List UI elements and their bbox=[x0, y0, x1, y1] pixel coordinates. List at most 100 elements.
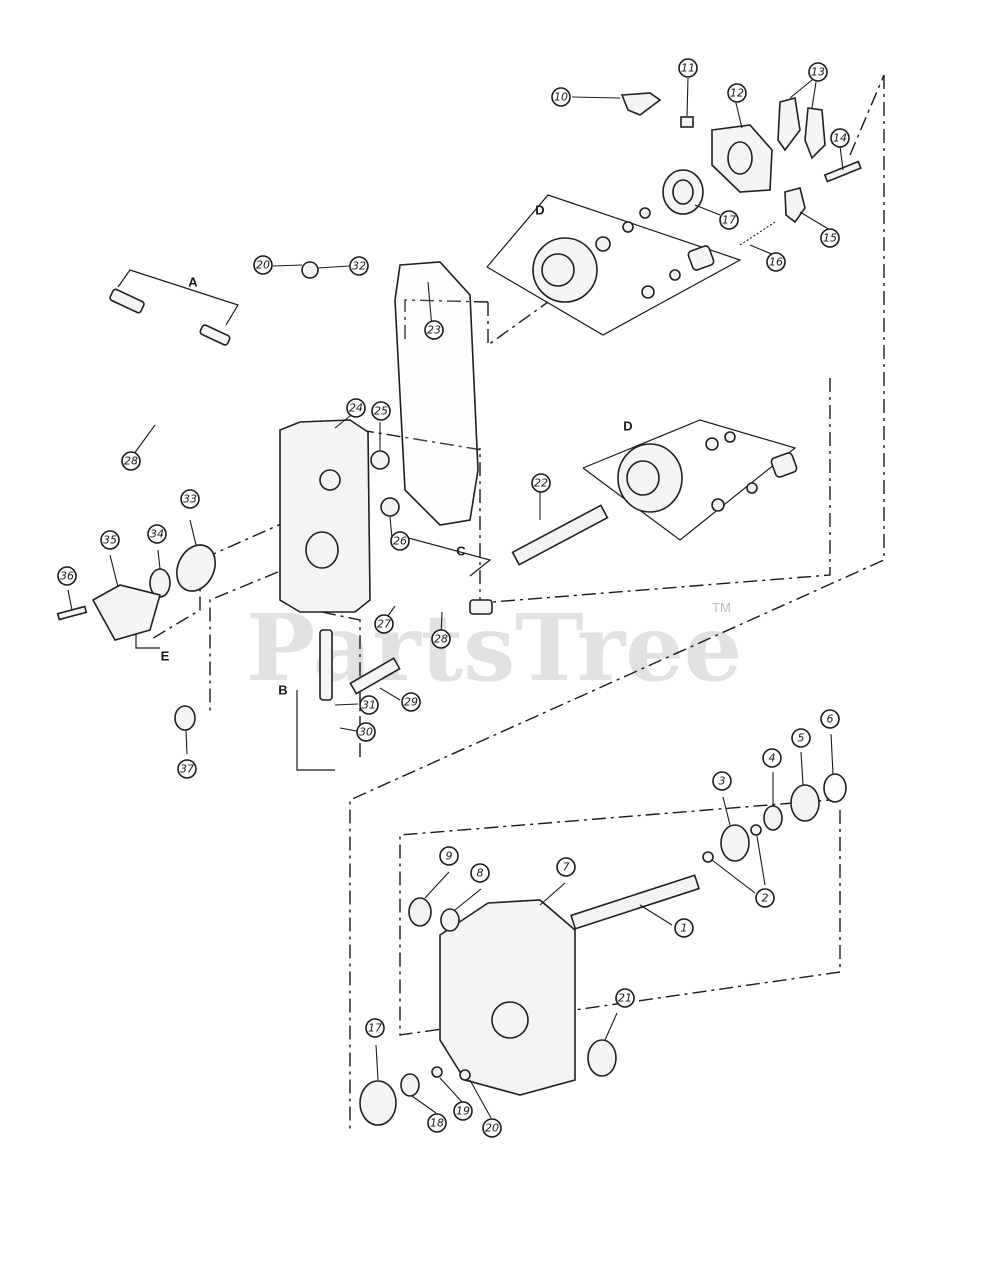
center-section-bore bbox=[305, 531, 339, 569]
seal-17-lower-part bbox=[359, 1080, 397, 1126]
bushing-18-part bbox=[400, 1073, 420, 1097]
callout-15: 15 bbox=[820, 228, 840, 248]
swash-guide-part bbox=[784, 187, 806, 224]
leader-19 bbox=[439, 1077, 463, 1103]
leader-3 bbox=[722, 796, 731, 826]
svg-text:31: 31 bbox=[362, 699, 376, 712]
leader-lines bbox=[67, 77, 844, 1119]
key-part bbox=[680, 116, 694, 128]
callout-36: 36 bbox=[57, 566, 77, 586]
leader-26 bbox=[389, 516, 393, 539]
svg-text:28: 28 bbox=[124, 455, 138, 468]
valve-screw-part bbox=[349, 657, 401, 695]
shoe-left-part bbox=[777, 96, 801, 152]
leader-1 bbox=[639, 904, 673, 926]
callout-2: 2 bbox=[755, 888, 775, 908]
center-section-part bbox=[279, 419, 371, 613]
group-label-e: E bbox=[161, 649, 170, 664]
washer-lower-a-part bbox=[705, 437, 719, 451]
snap-ring-6-part bbox=[823, 773, 847, 803]
callout-29: 29 bbox=[401, 692, 421, 712]
leader-32 bbox=[317, 265, 350, 269]
leader-13b bbox=[811, 81, 817, 109]
callout-25: 25 bbox=[371, 401, 391, 421]
seal-link bbox=[209, 571, 279, 715]
leader-31 bbox=[334, 703, 359, 706]
sleeve-upper-part bbox=[687, 245, 715, 271]
leader-34 bbox=[157, 549, 161, 570]
plug-32-part bbox=[301, 261, 319, 279]
callout-28-left: 28 bbox=[121, 451, 141, 471]
callout-37: 37 bbox=[177, 759, 197, 779]
bushing-25-part bbox=[370, 450, 390, 470]
svg-text:20: 20 bbox=[256, 259, 270, 272]
bracket-a bbox=[117, 269, 239, 326]
leader-35 bbox=[109, 554, 119, 588]
svg-text:26: 26 bbox=[393, 535, 407, 548]
washer-2b-part bbox=[702, 851, 714, 863]
group-labels: A D D C B E bbox=[161, 203, 633, 698]
svg-text:28: 28 bbox=[434, 633, 448, 646]
svg-text:37: 37 bbox=[180, 763, 194, 776]
bushing-8-part bbox=[440, 908, 460, 932]
axle-shaft-part bbox=[570, 874, 700, 930]
callout-33: 33 bbox=[180, 489, 200, 509]
leader-17b bbox=[375, 1044, 379, 1081]
callout-21: 21 bbox=[615, 988, 635, 1008]
callout-20-upper: 20 bbox=[253, 255, 273, 275]
washer-19-part bbox=[431, 1066, 443, 1078]
callout-24: 24 bbox=[346, 398, 366, 418]
leader-20b bbox=[469, 1079, 492, 1119]
svg-text:23: 23 bbox=[427, 324, 441, 337]
leader-5 bbox=[800, 751, 804, 786]
bracket-d-lower bbox=[582, 419, 797, 541]
svg-text:3: 3 bbox=[719, 775, 726, 788]
bracket-b bbox=[296, 690, 335, 771]
svg-text:6: 6 bbox=[827, 713, 834, 726]
leader-8 bbox=[454, 888, 482, 911]
leader-11 bbox=[686, 77, 689, 117]
leader-37 bbox=[185, 729, 188, 755]
callout-7: 7 bbox=[556, 857, 576, 877]
leader-6 bbox=[830, 733, 834, 775]
washer-upper-a-part bbox=[622, 221, 634, 233]
piston-upper-a-part bbox=[595, 236, 611, 252]
svg-text:5: 5 bbox=[798, 732, 805, 745]
check-valve-body-part bbox=[199, 324, 231, 346]
callout-13: 13 bbox=[808, 62, 828, 82]
callout-8: 8 bbox=[470, 863, 490, 883]
svg-text:35: 35 bbox=[103, 534, 117, 547]
leader-18 bbox=[411, 1095, 437, 1114]
svg-text:34: 34 bbox=[150, 528, 164, 541]
shoe-right-part bbox=[804, 107, 826, 160]
main-boundary bbox=[349, 75, 885, 1130]
svg-text:9: 9 bbox=[446, 850, 453, 863]
leader-9 bbox=[424, 871, 450, 899]
leader-29 bbox=[379, 687, 401, 701]
svg-text:7: 7 bbox=[563, 861, 570, 874]
cylinder-block-upper-face bbox=[541, 253, 575, 287]
svg-text:33: 33 bbox=[183, 493, 197, 506]
group-label-b: B bbox=[278, 683, 287, 698]
ring-lower-part bbox=[746, 482, 758, 494]
svg-text:20: 20 bbox=[485, 1122, 499, 1135]
callout-10: 10 bbox=[551, 87, 571, 107]
svg-text:18: 18 bbox=[430, 1117, 444, 1130]
callout-17-upper: 17 bbox=[719, 210, 739, 230]
upper-pump-link bbox=[487, 301, 549, 347]
callout-11: 11 bbox=[678, 58, 698, 78]
svg-text:24: 24 bbox=[349, 402, 363, 415]
callout-4: 4 bbox=[762, 748, 782, 768]
leader-2b bbox=[711, 859, 756, 894]
callout-17-lower: 17 bbox=[365, 1018, 385, 1038]
ring-upper-part bbox=[669, 269, 681, 281]
bearing-3-part bbox=[720, 824, 750, 862]
leader-7 bbox=[539, 882, 566, 906]
callout-35: 35 bbox=[100, 530, 120, 550]
svg-text:17: 17 bbox=[368, 1022, 382, 1035]
dowel-20-part bbox=[459, 1069, 471, 1081]
bypass-valve-part bbox=[319, 629, 333, 701]
housing-port bbox=[491, 1001, 529, 1039]
callout-34: 34 bbox=[147, 524, 167, 544]
group-label-d-lower: D bbox=[623, 419, 632, 434]
